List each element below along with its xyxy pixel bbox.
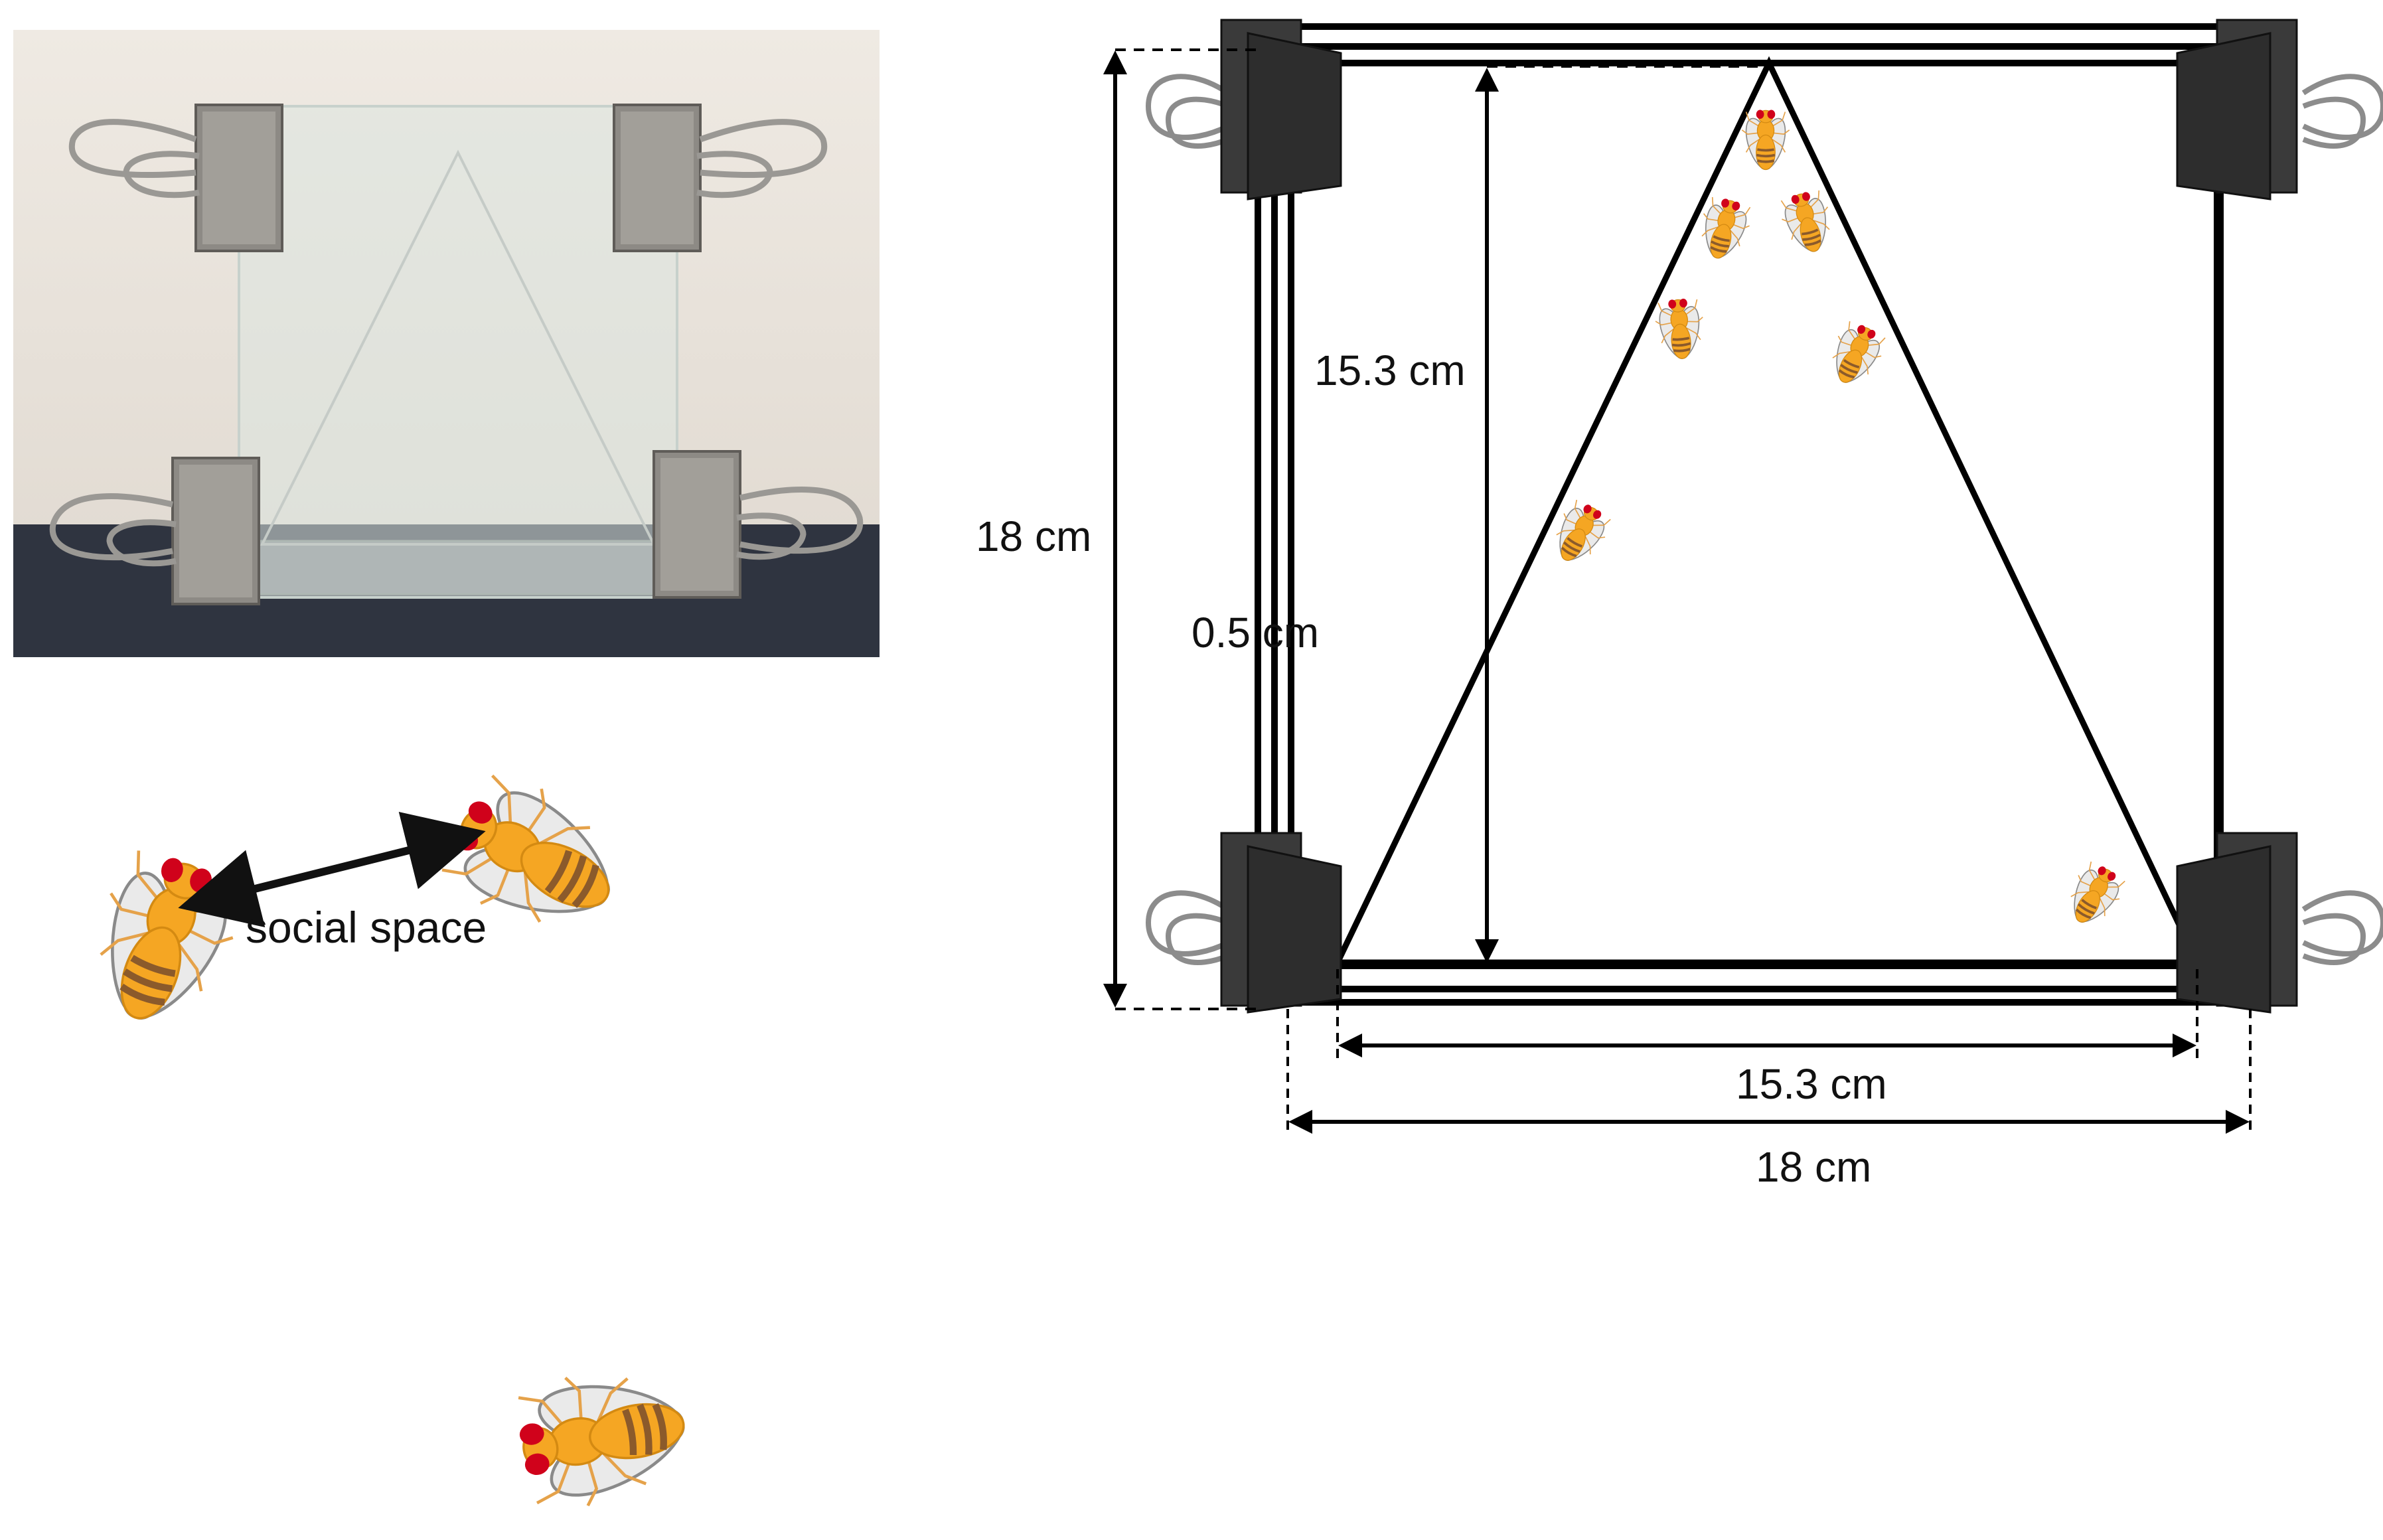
arena-schematic: 18 cm 15.3 cm 0.5 cm 15.3 cm 18 cm	[976, 19, 2383, 1191]
middle-plate	[1271, 43, 2220, 992]
photo-clip-top-right	[613, 104, 828, 252]
outer-width-label: 18 cm	[1756, 1143, 1871, 1191]
triangle-base-label: 15.3 cm	[1736, 1060, 1887, 1108]
clip-top-right	[2176, 19, 2383, 200]
social-space-illustration: social space	[68, 760, 703, 1519]
photo-clip-bottom-right	[653, 450, 864, 599]
triangle-insert	[1332, 56, 2202, 966]
dimension-triangle-base: 15.3 cm	[1336, 969, 2198, 1108]
dimension-triangle-height: 15.3 cm	[1314, 65, 1766, 963]
dimension-outer-height: 18 cm	[976, 48, 1258, 1010]
outer-height-label: 18 cm	[976, 512, 1091, 560]
social-space-label: social space	[246, 903, 487, 952]
social-space-arrow	[178, 811, 486, 928]
arena-fly	[1651, 295, 1709, 365]
clip-bottom-right	[2176, 832, 2383, 1014]
fly-lone	[510, 1354, 703, 1518]
arena-fly	[2054, 856, 2132, 938]
clip-top-left	[1148, 19, 1342, 200]
arena-fly	[1739, 108, 1792, 174]
apparatus-photo	[13, 30, 880, 657]
photo-clip-bottom-left	[49, 457, 260, 605]
gap-label: 0.5 cm	[1192, 609, 1319, 656]
triangle-height-label: 15.3 cm	[1314, 346, 1466, 394]
fly-left	[68, 840, 255, 1048]
photo-clip-top-left	[68, 104, 283, 252]
back-plate	[1255, 23, 2224, 1006]
arena-fly	[1817, 316, 1892, 397]
clip-bottom-left	[1148, 832, 1342, 1014]
dimension-outer-width: 18 cm	[1286, 1009, 2252, 1191]
front-plate	[1288, 60, 2224, 969]
